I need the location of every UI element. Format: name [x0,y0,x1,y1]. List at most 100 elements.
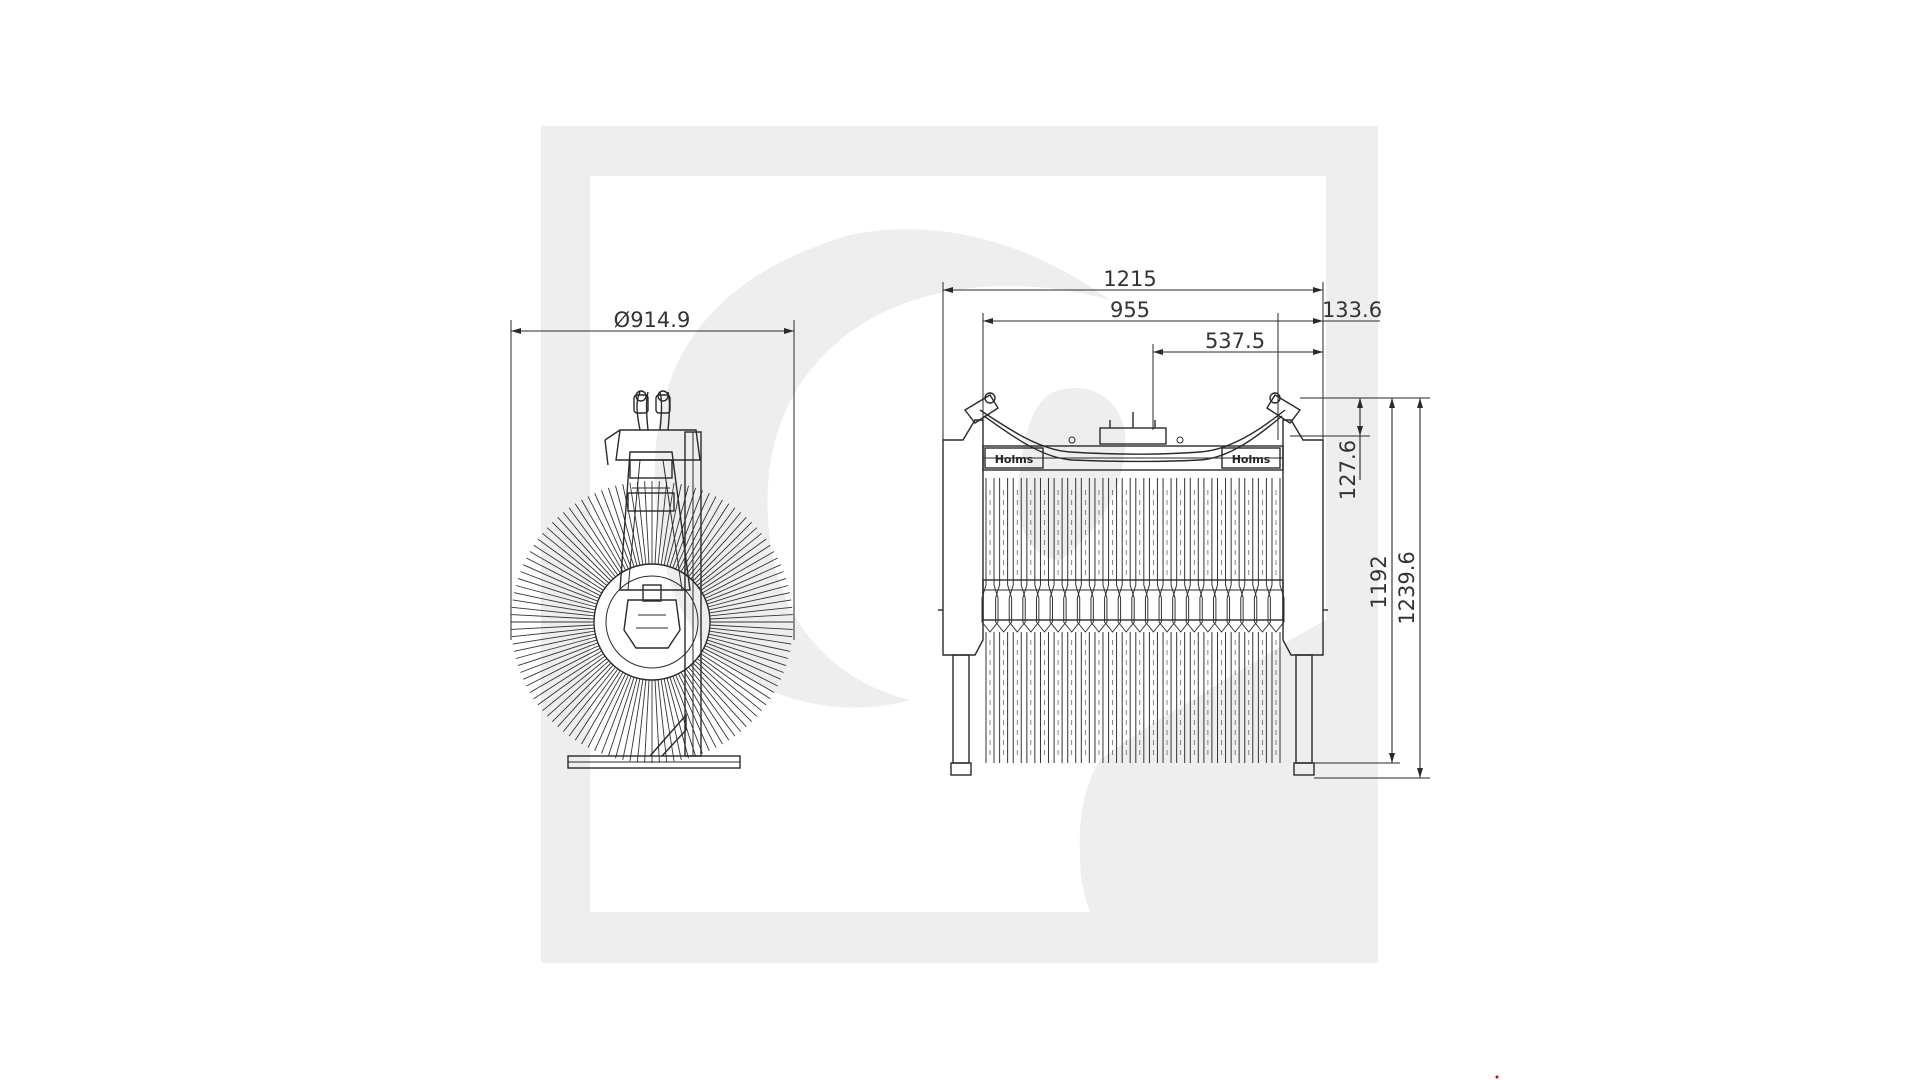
bristle [685,668,736,737]
half-width-dimension: 537.5 [1205,329,1265,353]
bristle [663,678,682,760]
tine [995,478,1013,763]
bristle [594,674,629,751]
bristle [551,662,612,723]
bristle [709,624,793,630]
bristle [529,650,603,693]
bristle [529,551,603,594]
bristle [511,624,595,630]
bristle [709,599,792,614]
tine [1172,478,1190,763]
bristle [551,521,612,582]
bristle [601,490,632,569]
tine [1199,478,1217,763]
bristle [707,636,789,659]
bristle [537,655,606,706]
bristle [680,499,723,573]
bristle [675,674,710,751]
bristle [526,557,601,597]
bristle [568,668,619,737]
bristle [517,639,597,667]
bristle [657,679,668,763]
bristle [707,577,787,605]
watermark-logo [541,126,1378,963]
overall-width-dimension: 1215 [1103,267,1156,291]
bristle [685,507,736,576]
bristle [629,482,644,565]
inner-width-dimension: 955 [1110,298,1150,322]
tine [1022,478,1040,763]
height-dimension: 1192 [1367,555,1391,608]
bristle [526,647,601,687]
bristle [542,532,608,586]
bristle [512,599,595,614]
bristle [690,664,747,728]
bristle [517,577,597,605]
bristle [660,482,675,565]
bristle [675,493,710,570]
bristle [512,630,595,645]
bristle [707,585,789,608]
tine [1131,478,1149,763]
bristle [701,551,775,594]
bristle [698,538,767,589]
tine [1158,478,1176,763]
bristle [511,627,595,638]
bristle [581,671,624,745]
tine [1226,478,1244,763]
side-arm [619,451,691,591]
bristle [694,527,758,584]
bristle [701,650,775,693]
bristle [514,592,596,611]
coupling-bracket [615,429,701,461]
bristle [581,499,624,573]
bristle [704,645,781,680]
tine [1213,478,1231,763]
bristle [705,642,784,673]
left-coupler [963,394,999,424]
bristle [533,544,604,591]
bristle [672,490,703,569]
overall-height-dimension: 1239.6 [1395,551,1419,624]
bristle [709,614,793,620]
tine [1144,478,1162,763]
bristle [622,678,641,760]
bristle [562,512,616,578]
offset-dimension: 133.6 [1322,298,1382,322]
bristle [636,481,647,565]
bristle [688,512,742,578]
bristle [557,516,614,580]
brush-bristles [511,481,793,763]
right-coupler [1266,394,1302,424]
bristle [520,642,599,673]
bristle [698,655,767,706]
bristle [587,673,627,748]
bristle [696,658,762,712]
tine [1185,478,1203,763]
top-height-dimension: 127.6 [1336,440,1360,500]
stray-mark [1495,1075,1499,1079]
brand-label-left: Holms [995,453,1034,466]
tine [1117,478,1135,763]
brand-label-right: Holms [1232,453,1271,466]
diameter-dimension: Ø914.9 [614,308,691,332]
bristle [707,639,787,667]
bristle [574,670,621,741]
side-view: Ø914.9 [510,308,795,769]
hub-motor [623,599,681,649]
bristle [607,487,635,567]
tine [1049,478,1067,763]
left-leg [952,654,970,764]
bristle [694,660,758,717]
bristle [669,487,697,567]
tine [1090,478,1108,763]
bristle [546,527,610,584]
tine [1267,478,1285,763]
left-side-plate [942,419,984,656]
bristle [709,630,792,645]
bristle [700,544,771,591]
bristle [683,503,730,574]
bristle [708,592,790,611]
bristle [654,679,660,763]
